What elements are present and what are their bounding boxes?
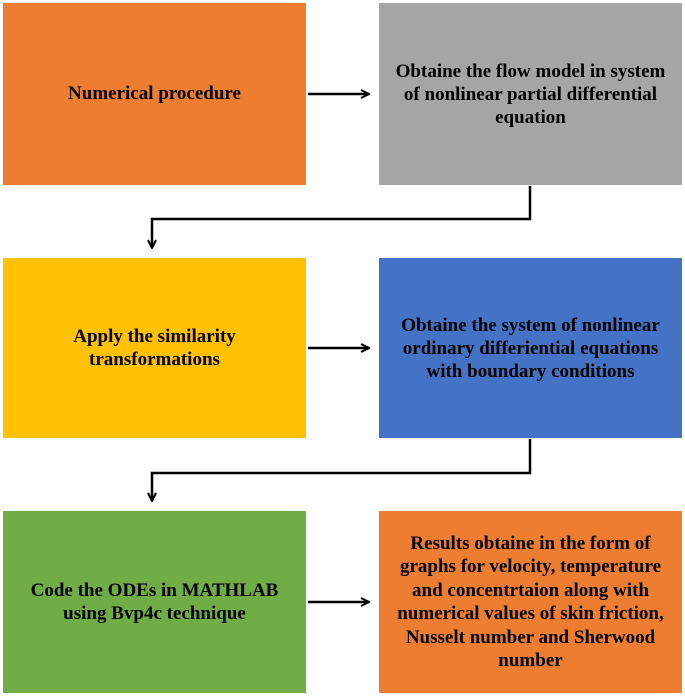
step-results-label: Results obtaine in the form of graphs fo… [397, 532, 664, 672]
step-numerical-procedure: Numerical procedure [3, 3, 306, 185]
step-similarity-transformations-label: Apply the similarity transformations [73, 326, 236, 370]
step-code-odes: Code the ODEs in MATHLAB using Bvp4c tec… [3, 511, 306, 693]
step-numerical-procedure-label: Numerical procedure [68, 82, 241, 104]
step-ode-system-label: Obtaine the system of nonlinear ordinary… [401, 314, 660, 382]
step-code-odes-label: Code the ODEs in MATHLAB using Bvp4c tec… [30, 580, 279, 624]
step-flow-model: Obtaine the flow model in system of nonl… [379, 3, 682, 185]
arrow-step2-to-step3 [152, 186, 532, 248]
step-flow-model-label: Obtaine the flow model in system of nonl… [395, 60, 666, 128]
step-ode-system: Obtaine the system of nonlinear ordinary… [379, 258, 682, 438]
step-similarity-transformations: Apply the similarity transformations [3, 258, 306, 438]
arrow-step4-to-step5 [152, 439, 532, 501]
step-results: Results obtaine in the form of graphs fo… [379, 511, 682, 693]
